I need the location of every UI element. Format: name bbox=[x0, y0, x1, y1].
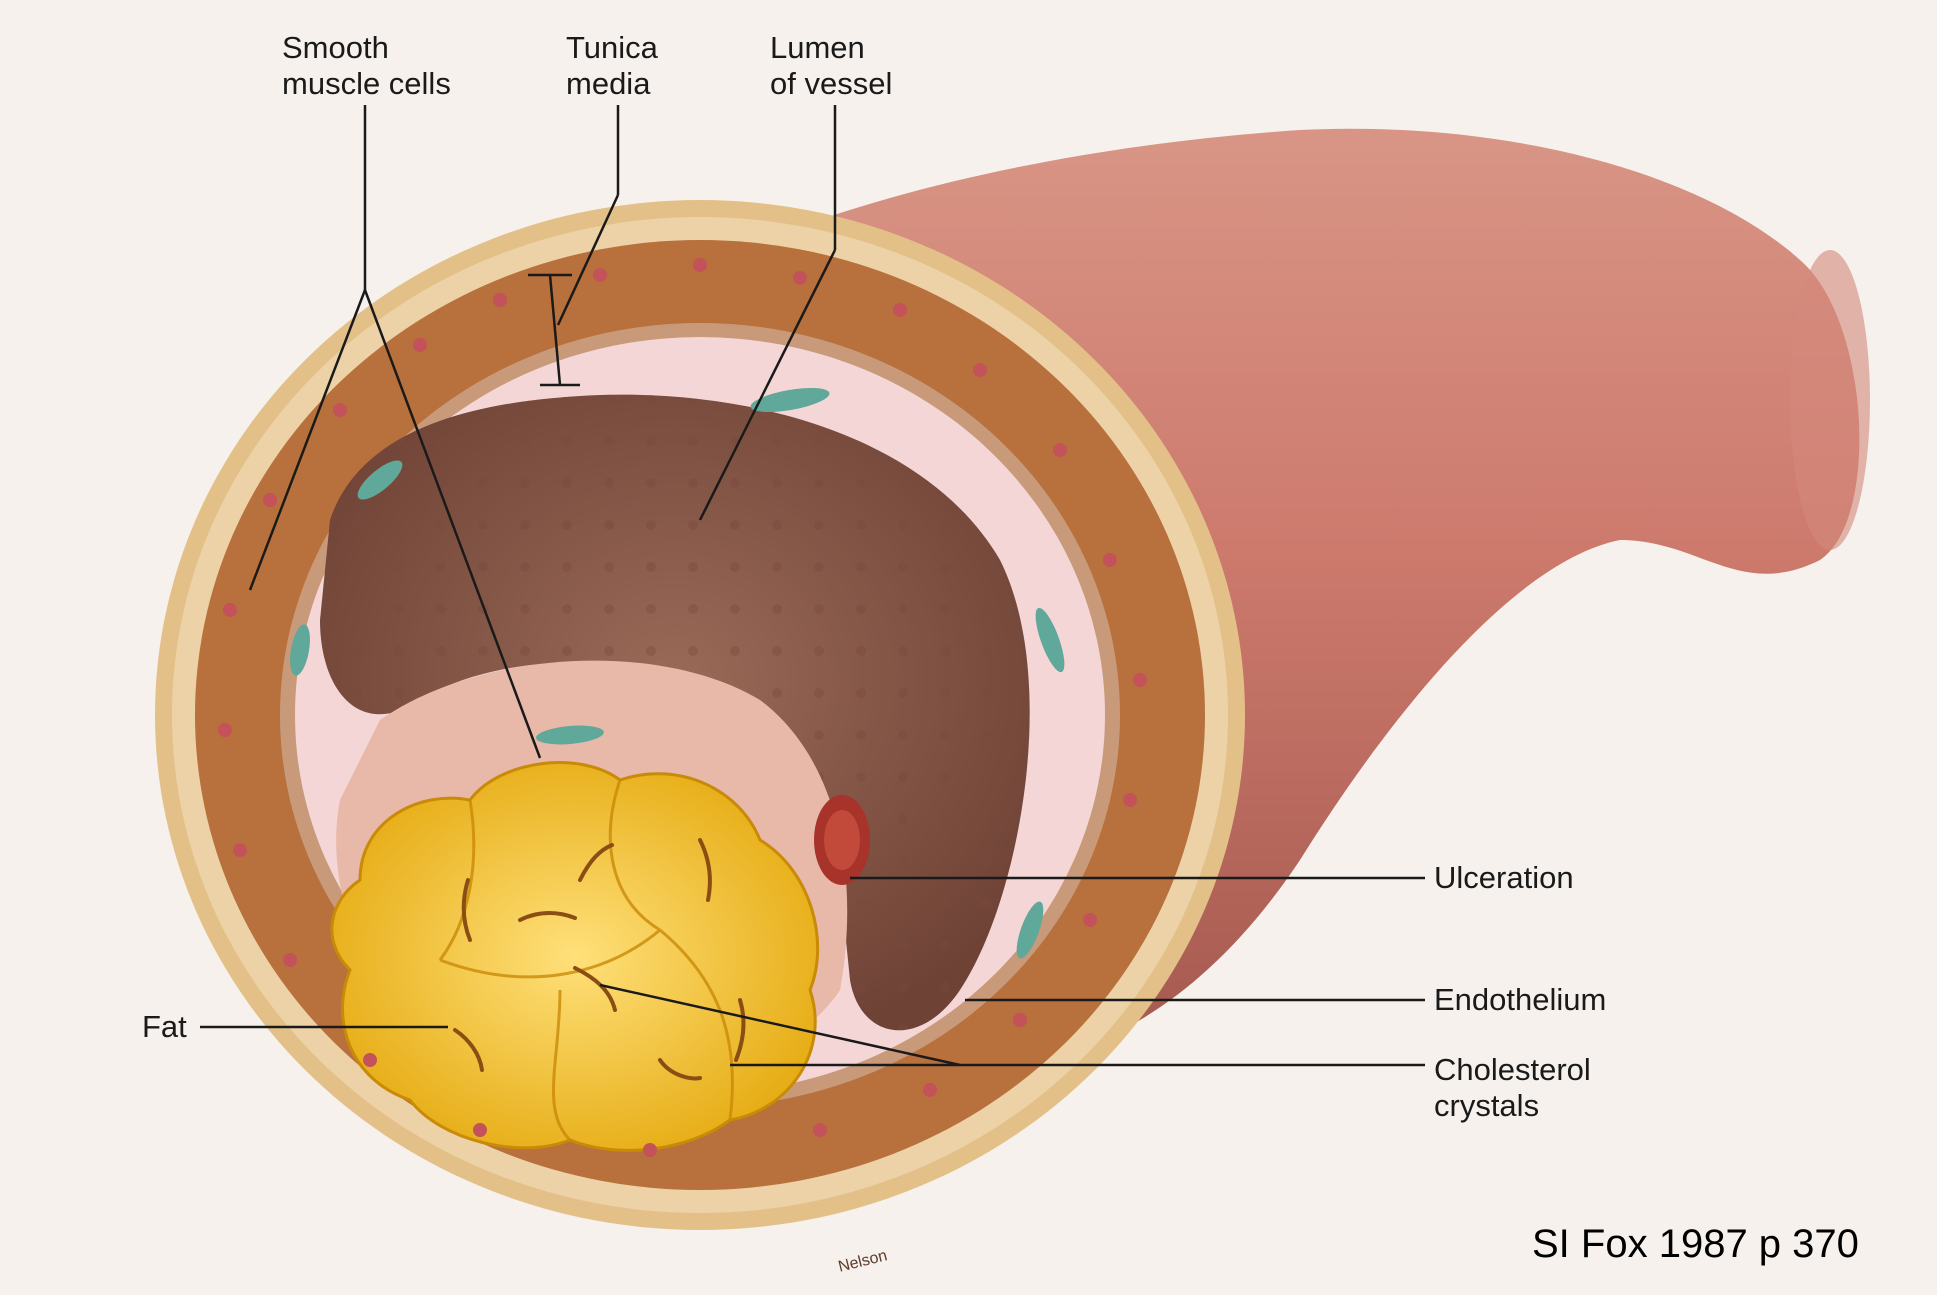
label-tunica-line2: media bbox=[566, 66, 658, 102]
label-cholesterol-line2: crystals bbox=[1434, 1088, 1591, 1124]
label-lumen-line1: Lumen bbox=[770, 30, 892, 66]
label-cholesterol-line1: Cholesterol bbox=[1434, 1052, 1591, 1088]
label-endothelium: Endothelium bbox=[1434, 982, 1606, 1018]
label-ulceration: Ulceration bbox=[1434, 860, 1574, 896]
label-tunica-media: Tunica media bbox=[566, 30, 658, 102]
fat-deposit bbox=[332, 763, 818, 1151]
ulceration-inner bbox=[824, 810, 860, 870]
tube-end bbox=[1790, 250, 1870, 550]
label-cholesterol-crystals: Cholesterol crystals bbox=[1434, 1052, 1591, 1124]
label-tunica-line1: Tunica bbox=[566, 30, 658, 66]
label-smooth-muscle-line1: Smooth bbox=[282, 30, 451, 66]
label-lumen-of-vessel: Lumen of vessel bbox=[770, 30, 892, 102]
label-smooth-muscle-line2: muscle cells bbox=[282, 66, 451, 102]
label-lumen-line2: of vessel bbox=[770, 66, 892, 102]
citation: SI Fox 1987 p 370 bbox=[1532, 1222, 1859, 1267]
label-smooth-muscle-cells: Smooth muscle cells bbox=[282, 30, 451, 102]
label-fat: Fat bbox=[142, 1009, 187, 1045]
